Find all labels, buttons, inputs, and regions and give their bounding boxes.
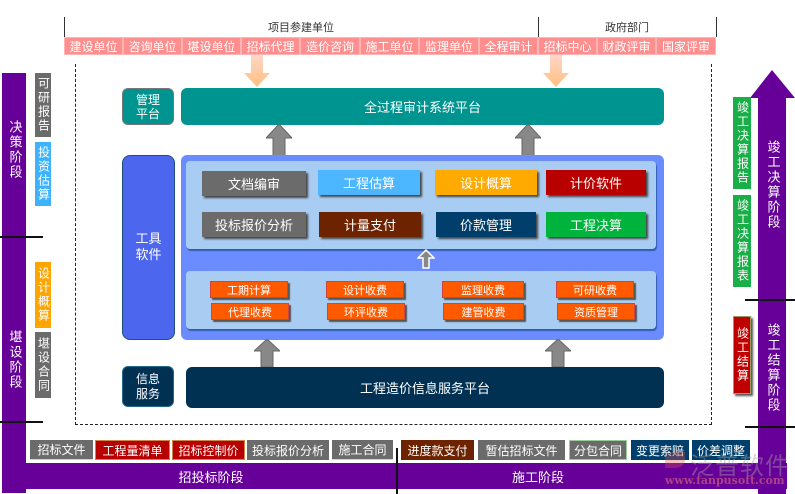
watermark-url: www.fanpusoft.com	[665, 474, 785, 487]
stage-divider	[0, 236, 43, 238]
doc-final-accounts-report[interactable]: 竣工决算报告	[733, 97, 751, 189]
info-label-text: 信息服务	[135, 371, 160, 401]
watermark-brand: 泛普软件	[690, 452, 790, 480]
label-management-platform: 管理平台	[122, 88, 174, 125]
stage-divider	[0, 421, 43, 423]
tool-bid-analysis[interactable]: 投标报价分析	[202, 212, 306, 237]
fee-environment[interactable]: 环评收费	[327, 303, 405, 320]
small-up-arrow-icon	[417, 249, 435, 269]
stage-decision: 决策阶段	[6, 120, 22, 180]
doc-change-claims[interactable]: 变更索赔	[631, 440, 689, 460]
tool-doc-review[interactable]: 文档编审	[202, 171, 306, 196]
stage-survey: 堪设阶段	[6, 330, 22, 390]
stage-divider	[745, 299, 795, 301]
fee-agency[interactable]: 代理收费	[211, 303, 289, 320]
left-stage-bar	[2, 73, 26, 493]
doc-price-adjustment[interactable]: 价差调整	[692, 440, 750, 460]
doc-bid-control-price[interactable]: 招标控制价	[172, 440, 245, 460]
label-tool-software: 工具软件	[122, 155, 175, 340]
stage-settlement: 竣工结算阶段	[764, 323, 780, 413]
group-label-participants: 项目参建单位	[268, 21, 334, 34]
dashed-frame	[75, 64, 712, 425]
tool-design-estimate[interactable]: 设计概算	[435, 170, 537, 195]
watermark-logo-icon	[665, 452, 685, 468]
doc-feasibility-report[interactable]: 可研报告	[35, 73, 51, 137]
tool-measure-payment[interactable]: 计量支付	[319, 212, 421, 237]
doc-bill-of-quantities[interactable]: 工程量清单	[95, 440, 170, 460]
doc-construction-contract[interactable]: 施工合同	[332, 440, 393, 460]
full-audit-platform[interactable]: 全过程审计系统平台	[181, 88, 664, 125]
doc-survey-contract[interactable]: 堪设合同	[35, 332, 51, 398]
tool-project-estimate[interactable]: 工程估算	[318, 170, 420, 195]
cost-info-service-platform[interactable]: 工程造价信息服务平台	[186, 367, 664, 408]
up-arrow-icon	[254, 339, 280, 367]
stage-bidding: 招投标阶段	[178, 470, 244, 486]
unit-construction[interactable]: 建设单位	[64, 37, 123, 55]
stage-construction: 施工阶段	[511, 470, 564, 486]
up-arrow-icon	[515, 124, 541, 156]
unit-bidding-center[interactable]: 招标中心	[538, 37, 597, 55]
doc-settlement[interactable]: 竣工结算	[733, 316, 751, 394]
top-group2-divider-right	[716, 17, 717, 37]
unit-finance-review[interactable]: 财政评审	[597, 37, 656, 55]
up-arrow-icon	[545, 339, 571, 367]
unit-national-review[interactable]: 国家评审	[656, 37, 716, 55]
doc-final-accounts-statement[interactable]: 竣工决算报表	[733, 195, 751, 287]
unit-survey[interactable]: 堪设单位	[182, 37, 241, 55]
bottom-stage-divider	[396, 448, 398, 494]
right-stage-up-arrow	[750, 70, 795, 494]
unit-full-audit[interactable]: 全程审计	[479, 37, 538, 55]
unit-cost-consulting[interactable]: 造价咨询	[300, 37, 360, 55]
label-info-service: 信息服务	[122, 366, 174, 407]
unit-bidding-agent[interactable]: 招标代理	[241, 37, 300, 55]
up-arrow-icon	[266, 124, 292, 156]
tool-pricing-software[interactable]: 计价软件	[546, 170, 646, 195]
unit-supervisor[interactable]: 监理单位	[419, 37, 479, 55]
stage-final-accounts: 竣工决算阶段	[764, 140, 780, 230]
top-group-divider	[538, 17, 539, 37]
bottom-stage-bar	[2, 463, 787, 489]
stage-divider	[745, 426, 795, 428]
fees-subpanel	[186, 271, 656, 329]
doc-provisional-bidding-file[interactable]: 暂估招标文件	[478, 440, 565, 460]
fee-duration-calc[interactable]: 工期计算	[210, 281, 288, 298]
tools-label-text: 工具软件	[135, 231, 162, 263]
doc-subcontract[interactable]: 分包合同	[569, 440, 627, 460]
doc-design-estimate[interactable]: 设计概算	[35, 262, 51, 328]
top-group1-divider-left	[64, 17, 65, 37]
group-label-government: 政府部门	[605, 21, 649, 34]
fee-feasibility[interactable]: 可研收费	[556, 281, 634, 298]
qualification-management[interactable]: 资质管理	[557, 303, 635, 320]
doc-bid-price-analysis[interactable]: 投标报价分析	[247, 440, 329, 460]
doc-progress-payment[interactable]: 进度款支付	[401, 440, 474, 460]
management-label-text: 管理平台	[135, 92, 160, 121]
fee-design[interactable]: 设计收费	[326, 281, 404, 298]
down-arrow-icon	[543, 55, 569, 87]
tool-payment-management[interactable]: 价款管理	[436, 212, 536, 237]
fee-supervision[interactable]: 监理收费	[442, 281, 524, 298]
unit-consulting[interactable]: 咨询单位	[123, 37, 182, 55]
doc-investment-estimate[interactable]: 投资估算	[35, 142, 51, 206]
fee-construction-mgmt[interactable]: 建管收费	[443, 303, 524, 320]
tool-final-accounts[interactable]: 工程决算	[546, 212, 646, 237]
doc-bidding-file[interactable]: 招标文件	[30, 440, 93, 460]
down-arrow-icon	[244, 55, 270, 87]
unit-contractor[interactable]: 施工单位	[360, 37, 419, 55]
